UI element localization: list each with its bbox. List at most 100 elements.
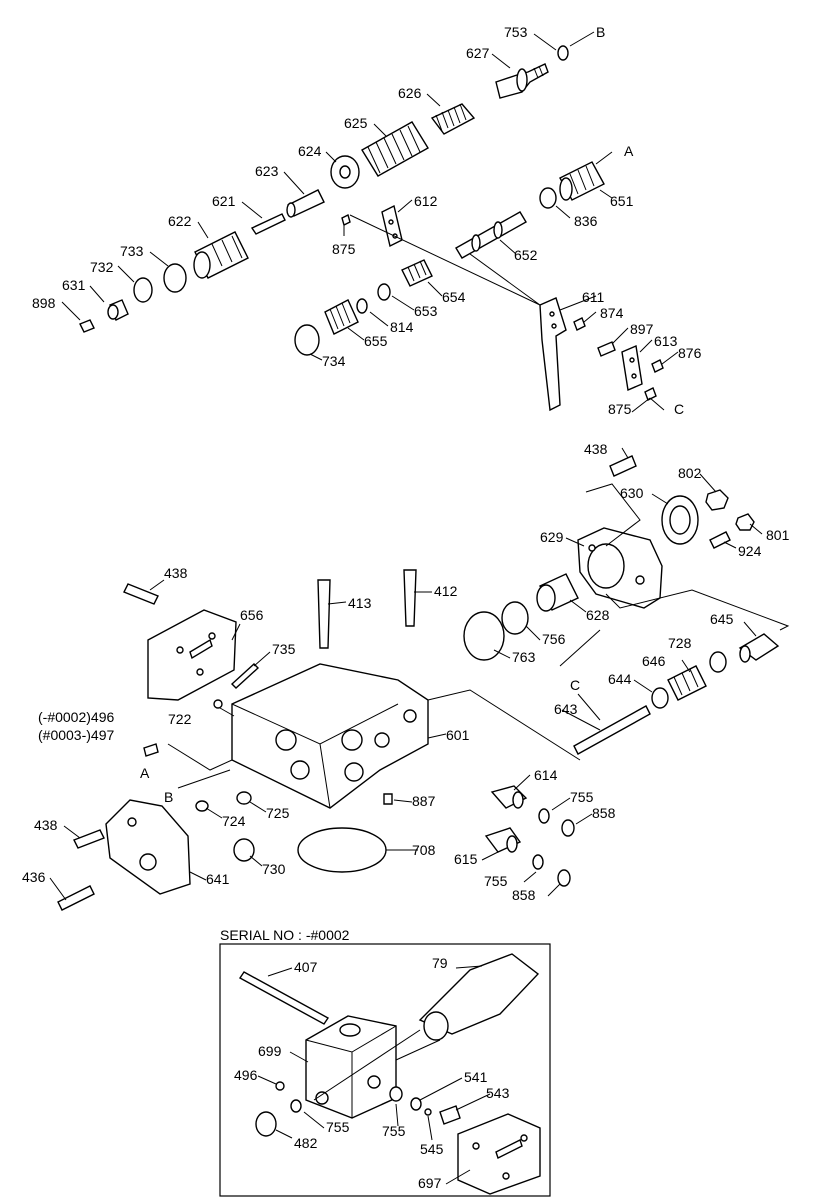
label-875-a: 875 [332,241,356,257]
part-436-bolt [57,885,95,911]
label-725: 725 [266,805,290,821]
part-labels: 753 B 627 626 625 624 623 621 622 733 73… [22,24,790,1191]
part-651-sleeve [559,161,605,201]
part-734-oring [294,324,320,356]
label-496-b: 496 [234,1067,258,1083]
label-653: 653 [414,303,438,319]
label-482: 482 [294,1135,318,1151]
label-858-a: 858 [592,805,616,821]
part-699-block [305,1015,397,1119]
label-623: 623 [255,163,279,179]
part-755-oring-d [389,1086,403,1102]
part-836-ring [539,187,557,209]
part-646-spring [667,665,707,701]
part-641-cover [105,799,191,895]
part-407-bolt [238,971,330,1025]
part-628-piston [536,573,579,612]
part-496-plug [143,743,159,757]
label-438-c: 438 [34,817,58,833]
label-814: 814 [390,319,414,335]
part-622-bushing [193,231,249,279]
label-656: 656 [240,607,264,623]
part-874-pin [573,317,586,331]
label-730: 730 [262,861,286,877]
part-496-plug-b [275,1081,285,1091]
part-412-bolt [403,569,417,627]
part-724-oring [195,800,209,812]
part-801-nut [735,513,755,531]
part-612-link [381,204,403,248]
part-438-bolt-c [73,829,105,849]
label-641: 641 [206,871,230,887]
label-755-b: 755 [484,873,508,889]
label-541: 541 [464,1069,488,1085]
label-858-b: 858 [512,887,536,903]
part-733-oring [163,263,187,293]
part-611-lever [539,297,567,412]
label-646: 646 [642,653,666,669]
part-732-ring [133,277,153,303]
label-628: 628 [586,607,610,623]
label-496-a: (-#0002)496 [38,709,114,725]
part-876-pin [651,359,664,373]
label-615: 615 [454,851,478,867]
part-601-body [231,663,429,809]
part-898-pin [79,319,95,333]
label-651: 651 [610,193,634,209]
label-645: 645 [710,611,734,627]
label-708: 708 [412,842,436,858]
label-733: 733 [120,243,144,259]
label-644: 644 [608,671,632,687]
serial-box-frame [219,943,551,1197]
label-438-b: 438 [164,565,188,581]
label-543: 543 [486,1085,510,1101]
part-543-plug [439,1105,461,1125]
leader-lines [49,31,763,1185]
part-653-ring [377,283,391,301]
label-874: 874 [600,305,624,321]
part-697-plate [457,1113,541,1195]
label-724: 724 [222,813,246,829]
label-763: 763 [512,649,536,665]
label-545: 545 [420,1141,444,1157]
part-708-oring [297,827,387,873]
part-631-plug [107,299,129,321]
label-655: 655 [364,333,388,349]
part-545-ball [424,1108,432,1116]
label-612: 612 [414,193,438,209]
label-438-a: 438 [584,441,608,457]
label-613: 613 [654,333,678,349]
part-730-oring [233,838,255,862]
label-924: 924 [738,543,762,559]
part-655-spring [324,299,359,335]
part-643-spool [573,705,651,755]
part-802-nut [705,489,729,511]
label-413: 413 [348,595,372,611]
label-79: 79 [432,955,448,971]
label-755-d: 755 [382,1123,406,1139]
part-735-oring [230,663,260,689]
part-613-link [621,345,643,391]
label-C-top: C [674,401,684,417]
label-C-mid: C [570,677,580,693]
label-624: 624 [298,143,322,159]
label-627: 627 [466,45,490,61]
label-756: 756 [542,631,566,647]
part-755-oring-c [290,1099,302,1113]
label-898: 898 [32,295,56,311]
part-413-bolt [317,579,331,649]
label-497: (#0003-)497 [38,727,114,743]
part-924-screw [709,531,731,549]
part-756-oring [501,601,529,635]
label-654: 654 [442,289,466,305]
label-412: 412 [434,583,458,599]
label-B-mid: B [164,789,173,805]
label-630: 630 [620,485,644,501]
part-623-piston [286,189,325,218]
label-652: 652 [514,247,538,263]
label-697: 697 [418,1175,442,1191]
part-627-plug [495,63,549,99]
part-541-oring [410,1097,422,1111]
label-836: 836 [574,213,598,229]
